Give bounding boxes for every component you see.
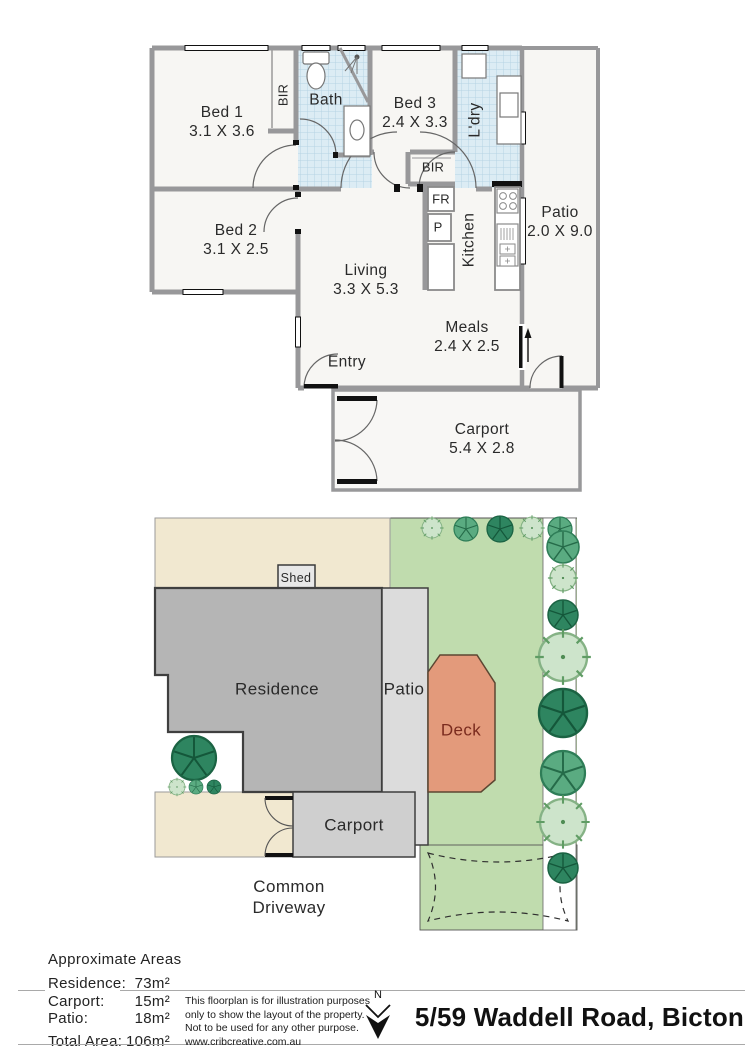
footer-rule-top [120,990,745,991]
site-label-residence: Residence [235,679,319,699]
footer-rule-top-left [18,990,45,991]
kitchen-fixtures [427,186,521,291]
door-arcs [252,118,563,482]
disclaimer-text: This floorplan is for illustration purpo… [185,995,371,1048]
room-label-bir-bed1: BIR [275,83,291,107]
area-value: 73m² [134,975,170,992]
area-row-patio: Patio: 18m² [48,1010,170,1027]
area-label: Residence: [48,975,127,992]
room-label-fridge: FR [432,191,450,207]
room-label-bir-bed3: BIR [421,159,445,175]
fridge-space [427,186,455,212]
area-label: Patio: [48,1010,89,1027]
laundry-trough [499,92,519,118]
room-label-kitchen: Kitchen [460,212,478,268]
room-label-laundry: L'dry [466,102,484,138]
door-jambs [293,140,564,484]
room-label-pantry: P [433,219,443,235]
washer [461,53,487,79]
site-label-carport: Carport [324,815,384,835]
area-value: 18m² [134,1010,170,1027]
floorplan-drawing [149,45,600,492]
area-label: Carport: [48,993,105,1010]
cream-area-driveway [154,791,294,858]
area-label: Total Area: [48,1033,123,1050]
toilet-tank [302,51,330,65]
compass-n-label: N [374,989,382,1001]
pantry-box [427,213,452,242]
site-carport-doors [264,796,294,857]
sliding-door [518,324,532,370]
area-value: 15m² [134,993,170,1010]
site-label-common-driveway: Common Driveway [252,877,326,917]
site-carport-footprint [292,791,416,858]
room-label-bath: Bath [309,91,343,109]
site-label-patio: Patio [383,679,425,699]
shower-screen [338,47,370,103]
area-value: 106m² [125,1033,170,1050]
north-arrow-icon: N [365,989,391,1039]
room-label-entry: Entry [327,353,367,371]
windows [182,45,526,348]
areas-title: Approximate Areas [48,951,182,968]
siteplan-drawing [153,515,593,931]
laundry-fixtures [461,53,522,145]
area-row-carport: Carport: 15m² [48,993,170,1010]
trees-courtyard [167,734,222,797]
toilet-bowl [306,62,326,90]
deck-footprint [427,654,496,793]
bath-fixtures [302,47,371,157]
broom-cupboard [427,243,455,291]
area-row-total: Total Area: 106m² [48,1033,170,1050]
cream-area-top [154,517,391,589]
lawn-dashed-outline [426,852,570,922]
area-row-residence: Residence: 73m² [48,975,170,992]
site-label-shed: Shed [280,571,312,585]
footer-rule-bottom [18,1044,745,1045]
basin [349,119,365,141]
site-label-deck: Deck [440,720,482,740]
property-address: 5/59 Waddell Road, Bicton [414,1002,744,1032]
